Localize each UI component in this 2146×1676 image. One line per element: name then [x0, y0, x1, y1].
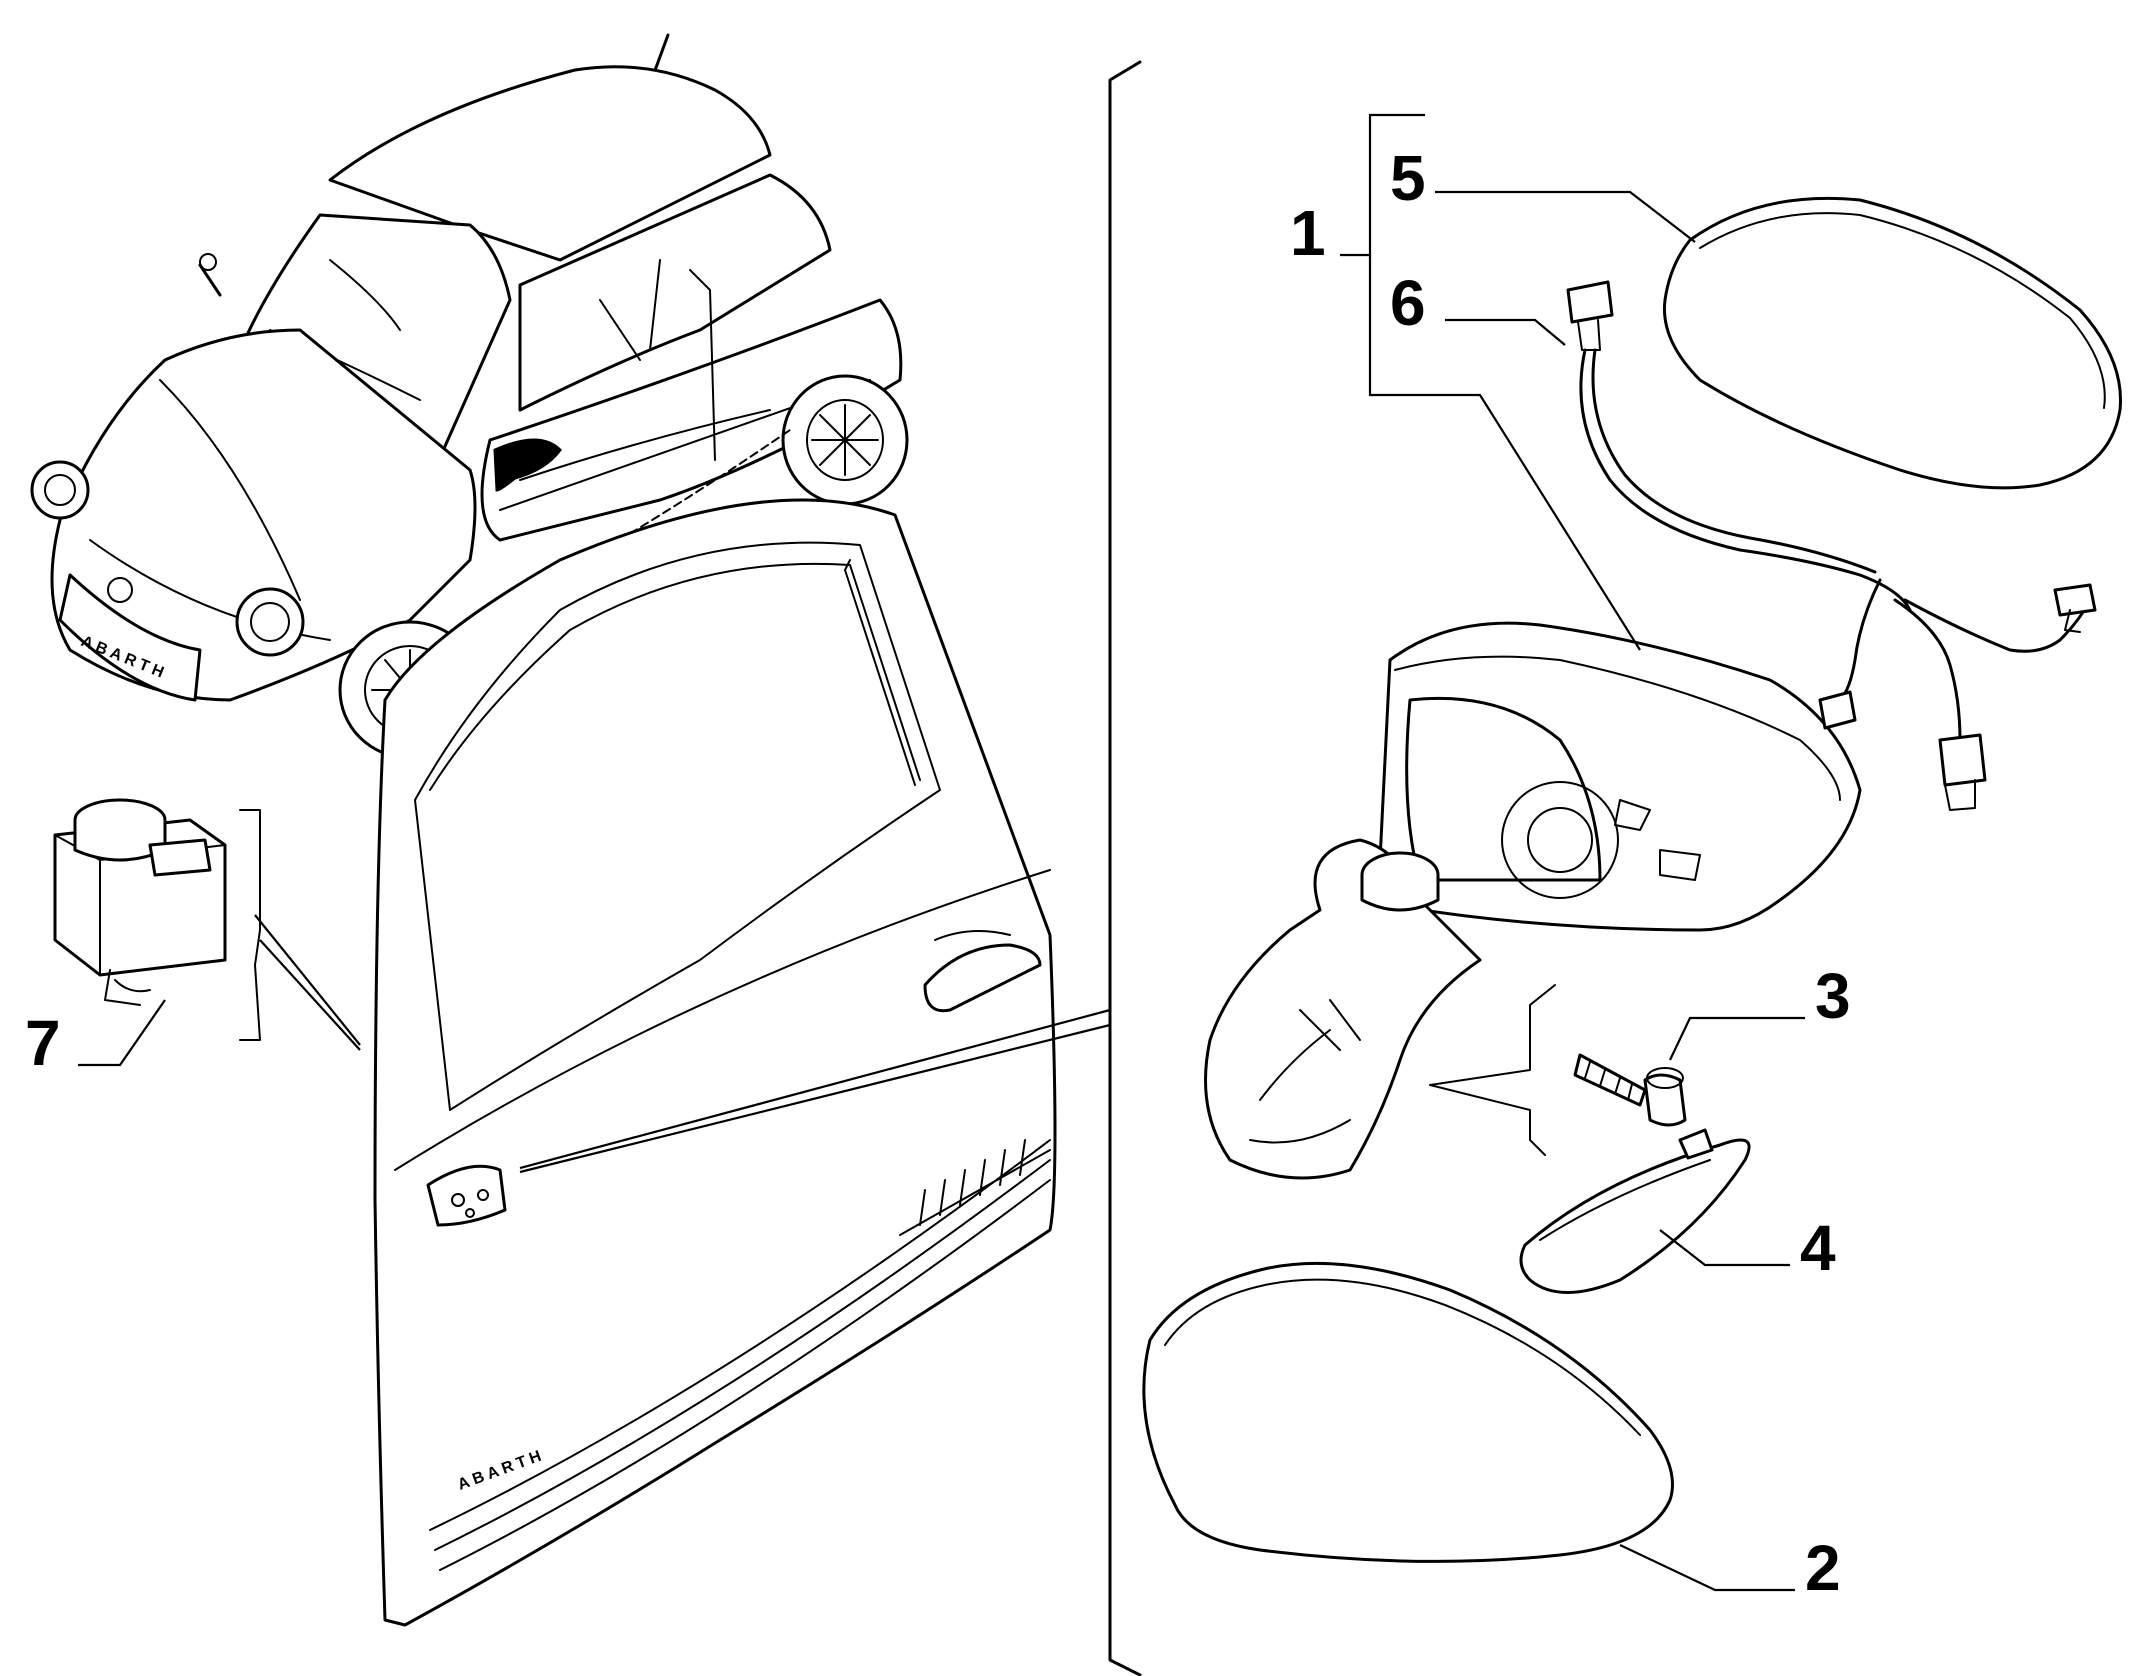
callout-leaders: [1340, 113, 1805, 1592]
sub-bracket: [1429, 984, 1556, 1156]
callout-4: 4: [1800, 1212, 1836, 1284]
car-illustration: ABARTH: [30, 33, 909, 760]
callout-1: 1: [1290, 197, 1326, 269]
mirror-switch: [53, 798, 361, 1067]
mirror-assembly: [1204, 621, 1862, 1180]
assembly-bracket: [1108, 60, 1142, 1676]
wiring-harness: [1566, 280, 2097, 811]
screw: [1573, 1053, 1687, 1127]
callout-7: 7: [25, 1007, 61, 1079]
callout-3: 3: [1815, 960, 1851, 1032]
mirror-cover: [1142, 1261, 1674, 1563]
callout-labels: 1 2 3 4 5 6 7: [25, 142, 1851, 1604]
callout-5: 5: [1390, 142, 1426, 214]
lower-trim: [1519, 1128, 1751, 1294]
door-panel: ABARTH: [373, 498, 1111, 1627]
callout-2: 2: [1805, 1532, 1841, 1604]
callout-6: 6: [1390, 267, 1426, 339]
mirror-glass: [1662, 196, 2122, 490]
